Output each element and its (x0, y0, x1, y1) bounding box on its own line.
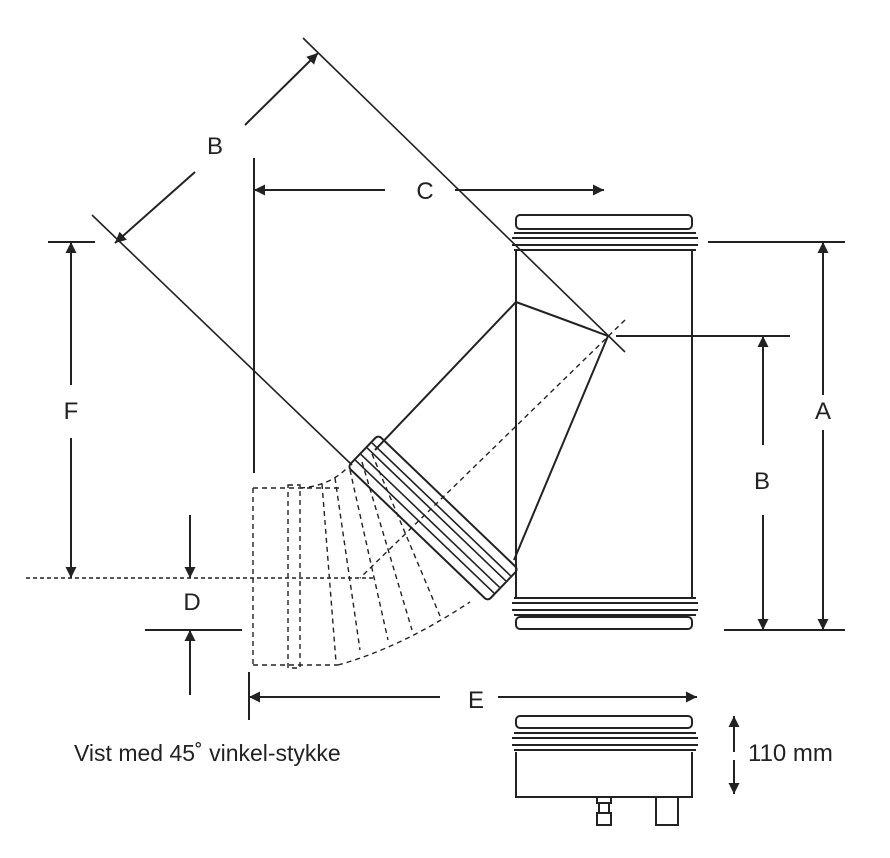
dimension-a-label: A (815, 398, 831, 425)
dimension-c-label: C (416, 178, 433, 205)
drain-plug (596, 796, 612, 826)
drain-outlet (655, 796, 679, 826)
dimension-d-label: D (183, 589, 200, 616)
dimension-b-diagonal: B (91, 37, 626, 466)
dimension-f-label: F (64, 398, 79, 425)
top-collar (515, 214, 693, 230)
main-vertical-pipe (512, 214, 698, 630)
caption-45-degree-elbow: Vist med 45˚ vinkel-stykke (74, 740, 341, 766)
top-collar-rings (512, 232, 698, 251)
dimension-f: F (26, 241, 375, 579)
dimension-d: D (145, 515, 242, 695)
bottom-cap-detail (512, 715, 698, 826)
dashed-45-elbow (252, 319, 626, 669)
dimension-e: E (248, 672, 697, 720)
dimension-c: C (253, 158, 604, 473)
branch-collar (348, 435, 518, 601)
dimension-110mm-label: 110 mm (748, 740, 833, 767)
dimension-e-label: E (468, 687, 484, 714)
dimension-b-vertical-label: B (754, 468, 770, 495)
dimension-110mm: 110 mm (728, 716, 833, 794)
dimension-a: A (708, 241, 845, 631)
dimension-b-vertical: B (616, 335, 790, 630)
bottom-collar-rings (512, 597, 698, 616)
branch-pipe (348, 301, 609, 601)
dimension-b-diagonal-label: B (207, 133, 223, 160)
